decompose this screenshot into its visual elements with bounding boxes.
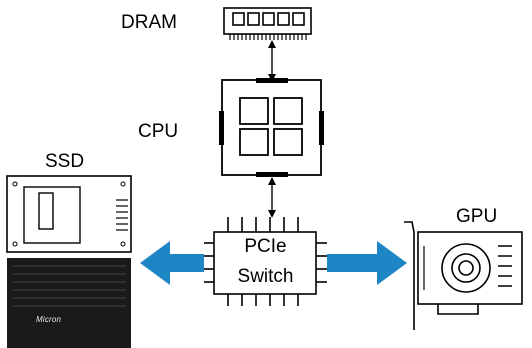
dram-module-icon [223,7,312,40]
gpu-card-icon [404,221,523,330]
ssd-drive-icon [6,175,132,348]
pcie-label-line2: Switch [237,266,294,287]
ssd-brand-logo: Micron [36,315,62,324]
ssd-label: SSD [45,151,85,172]
pcie-to-gpu-arrow [327,241,407,285]
dram-label: DRAM [121,12,177,33]
pcie-to-ssd-arrow [140,241,204,285]
pcie-switch-label: PCIe Switch [215,232,316,292]
pcie-label-line1: PCIe [244,236,287,257]
gpu-label: GPU [456,206,498,227]
cpu-label: CPU [138,121,179,142]
pcie-switch-chip-icon [204,217,327,306]
cpu-chip-icon [219,78,324,177]
